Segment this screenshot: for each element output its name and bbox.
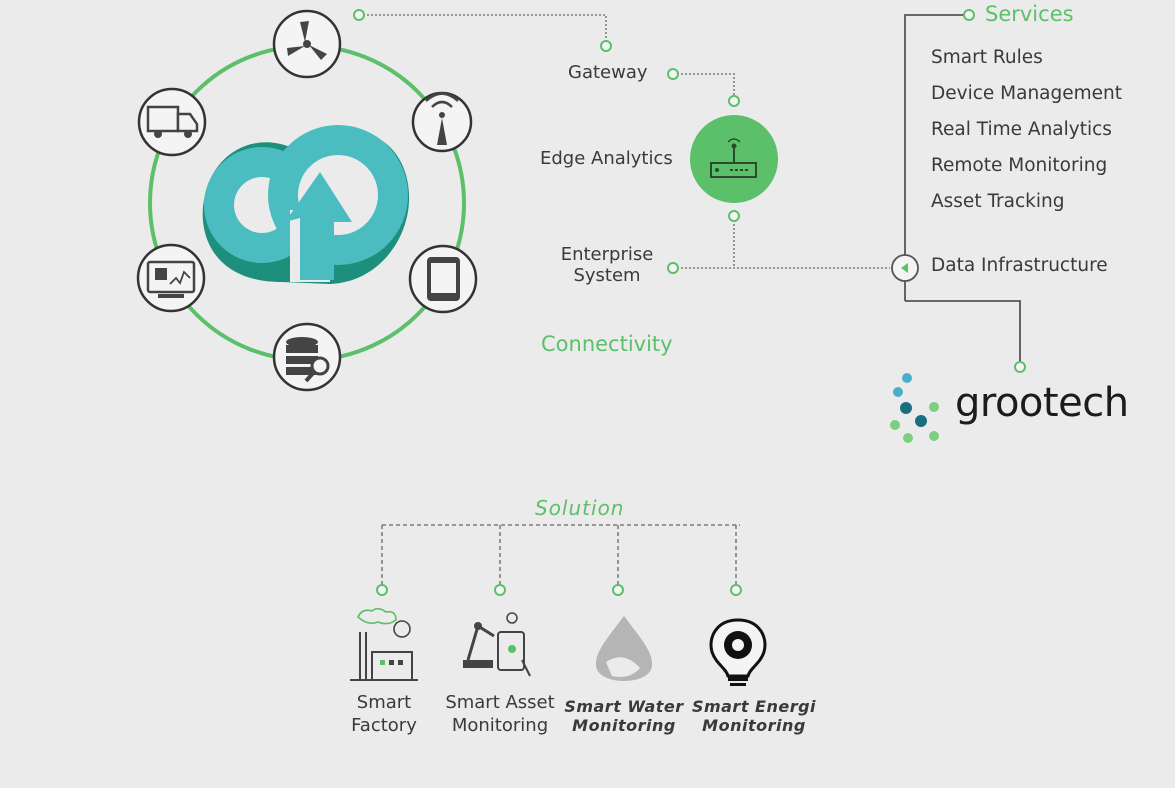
service-item-device-management: Device Management — [931, 83, 1123, 104]
connectivity-title: Connectivity — [541, 332, 673, 356]
service-item-smart-rules: Smart Rules — [931, 47, 1043, 68]
solution-item-line2: Monitoring — [702, 716, 806, 735]
solution-item-smart-factory: Smart Factory — [334, 692, 434, 736]
lightbulb-gear-icon — [709, 618, 767, 686]
solution-title: Solution — [535, 496, 625, 520]
brand-name: grootech — [955, 380, 1129, 426]
services-bracket — [904, 14, 1021, 366]
service-item-asset-tracking: Asset Tracking — [931, 191, 1065, 212]
solution-item-line1: Smart Water — [564, 697, 684, 716]
service-item-real-time-analytics: Real Time Analytics — [931, 119, 1112, 140]
solution-item-line1: Smart — [356, 692, 412, 713]
router-icon — [690, 115, 778, 203]
services-title: Services — [985, 2, 1074, 26]
solution-item-line1: Smart Asset — [445, 692, 555, 713]
data-infrastructure-label: Data Infrastructure — [931, 255, 1108, 276]
factory-icon — [350, 607, 418, 681]
data-infrastructure-node — [891, 254, 919, 282]
enterprise-system-label: Enterprise System — [556, 244, 658, 286]
water-drop-icon — [595, 616, 653, 681]
tablet-icon — [408, 244, 478, 314]
delivery-truck-icon — [137, 87, 207, 157]
solution-item-line2: Monitoring — [451, 715, 549, 736]
connector-lines — [359, 14, 890, 589]
enterprise-line2: System — [573, 265, 641, 286]
solution-item-smart-energi-monitoring: Smart Energi Monitoring — [688, 697, 820, 735]
solution-item-line1: Smart Energi — [691, 697, 817, 716]
service-item-remote-monitoring: Remote Monitoring — [931, 155, 1108, 176]
monitor-chip-icon — [136, 243, 206, 313]
gateway-label: Gateway — [568, 62, 648, 83]
edge-analytics-label: Edge Analytics — [540, 148, 673, 169]
solution-item-smart-water-monitoring: Smart Water Monitoring — [562, 697, 686, 735]
connector-dots — [353, 9, 1026, 596]
enterprise-line1: Enterprise — [560, 244, 654, 265]
grootech-logo-mark — [890, 373, 939, 443]
robot-arm-tablet-icon — [463, 612, 531, 677]
database-search-icon — [272, 322, 342, 392]
cloud-sync-logo — [202, 125, 410, 284]
solution-item-line2: Factory — [351, 715, 417, 736]
solution-item-line2: Monitoring — [572, 716, 676, 735]
wifi-tower-icon — [411, 91, 473, 153]
solution-item-smart-asset-monitoring: Smart Asset Monitoring — [440, 692, 560, 736]
wind-turbine-icon — [272, 9, 342, 79]
